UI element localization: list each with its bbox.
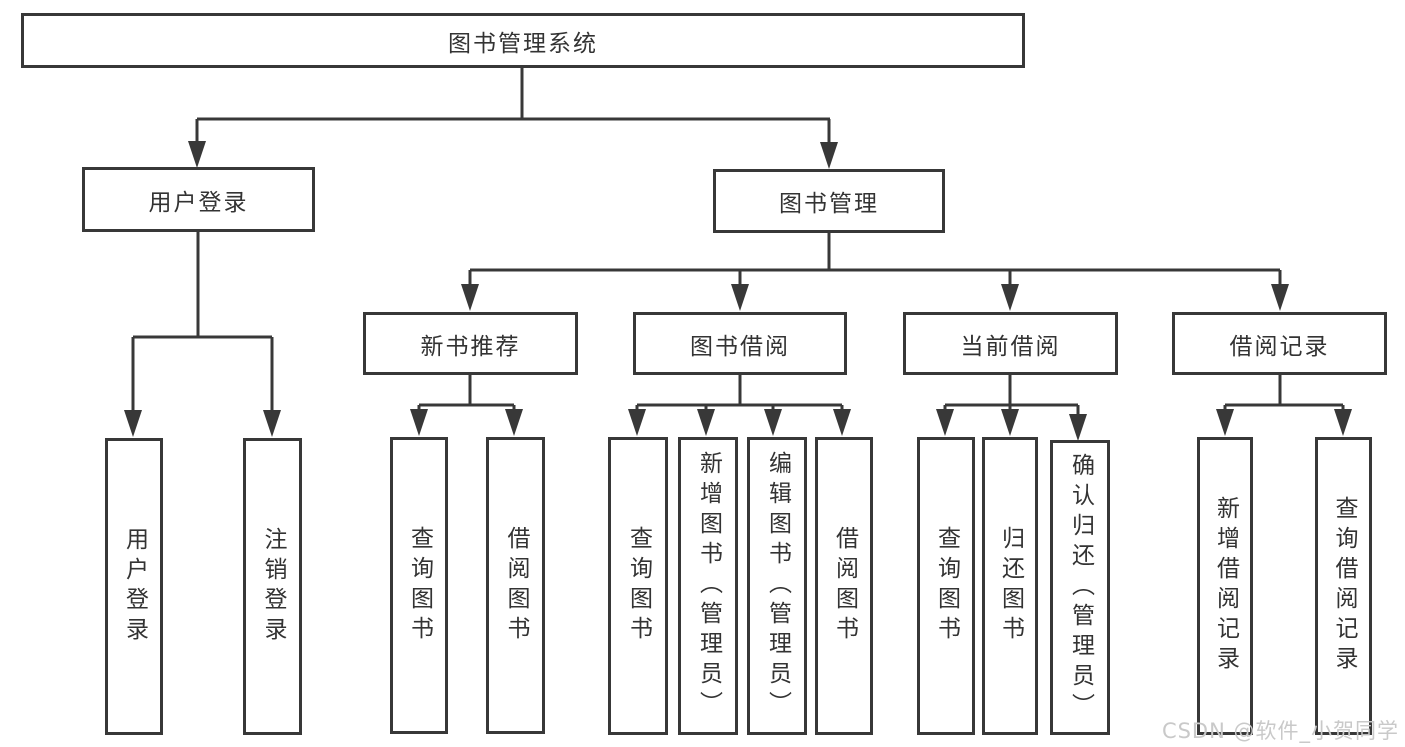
leaf-user-login: 用户登录 — [105, 438, 163, 735]
node-label: 归还图书 — [997, 526, 1024, 646]
node-borrow-records: 借阅记录 — [1172, 312, 1387, 375]
node-label: 查询图书 — [933, 526, 960, 646]
node-label: 借阅记录 — [1229, 333, 1330, 360]
leaf-return-books: 归还图书 — [982, 437, 1038, 735]
node-label: 用户登录 — [148, 189, 249, 216]
leaf-query-books-recommend: 查询图书 — [390, 437, 448, 734]
node-label: 借阅图书 — [503, 525, 529, 646]
leaf-query-books-current: 查询图书 — [917, 437, 975, 735]
leaf-borrow-books: 借阅图书 — [815, 437, 873, 735]
leaf-edit-books-admin: 编辑图书（管理员） — [747, 437, 807, 735]
leaf-confirm-return-admin: 确认归还（管理员） — [1050, 440, 1110, 735]
node-label: 用户登录 — [121, 526, 148, 647]
node-label: 新增借阅记录 — [1212, 496, 1239, 676]
node-label: 查询图书 — [406, 525, 433, 646]
node-label: 新书推荐 — [420, 333, 521, 360]
node-new-book-recommend: 新书推荐 — [363, 312, 578, 375]
node-book-borrow: 图书借阅 — [633, 312, 847, 375]
leaf-add-borrow-record: 新增借阅记录 — [1197, 437, 1253, 735]
node-user-login: 用户登录 — [82, 167, 315, 232]
leaf-add-books-admin: 新增图书（管理员） — [678, 437, 738, 735]
csdn-watermark: CSDN @软件_小贺同学 — [1161, 719, 1399, 743]
leaf-logout: 注销登录 — [243, 438, 302, 735]
node-label: 确认归还（管理员） — [1067, 452, 1094, 723]
node-label: 编辑图书（管理员） — [764, 451, 791, 721]
node-label: 查询借阅记录 — [1331, 496, 1357, 676]
node-label: 图书借阅 — [690, 333, 790, 360]
node-label: 图书管理系统 — [448, 30, 598, 57]
node-label: 当前借阅 — [960, 333, 1061, 360]
node-root-system: 图书管理系统 — [21, 13, 1025, 68]
node-label: 图书管理 — [779, 191, 879, 217]
node-book-management: 图书管理 — [713, 169, 945, 233]
node-label: 借阅图书 — [831, 526, 858, 646]
node-current-borrow: 当前借阅 — [903, 312, 1118, 375]
leaf-query-borrow-record: 查询借阅记录 — [1315, 437, 1372, 735]
node-label: 新增图书（管理员） — [695, 451, 722, 721]
leaf-borrow-books-recommend: 借阅图书 — [486, 437, 545, 734]
leaf-query-books-borrow: 查询图书 — [608, 437, 668, 735]
node-label: 查询图书 — [625, 526, 652, 646]
node-label: 注销登录 — [260, 526, 286, 647]
